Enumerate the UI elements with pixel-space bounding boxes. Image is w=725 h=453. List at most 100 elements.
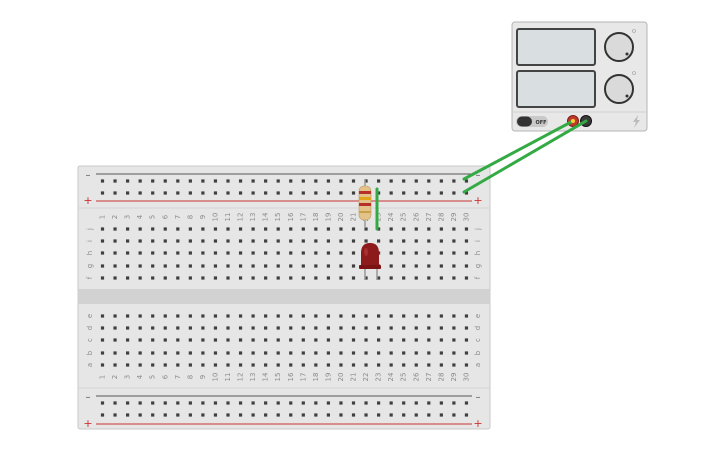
terminal-hole-f16[interactable] [289, 276, 293, 280]
rail-hole[interactable] [188, 191, 192, 195]
terminal-hole-c27[interactable] [427, 338, 431, 342]
terminal-hole-h1[interactable] [100, 251, 105, 255]
terminal-hole-g26[interactable] [414, 264, 418, 268]
rail-hole[interactable] [427, 413, 431, 417]
terminal-hole-i20[interactable] [339, 239, 343, 243]
terminal-hole-e20[interactable] [339, 314, 343, 318]
terminal-hole-e26[interactable] [414, 314, 418, 318]
terminal-hole-f26[interactable] [414, 276, 418, 280]
terminal-hole-b16[interactable] [289, 351, 293, 355]
terminal-hole-a8[interactable] [188, 363, 192, 367]
terminal-hole-a21[interactable] [351, 363, 356, 367]
rail-hole[interactable] [402, 191, 406, 195]
terminal-hole-d5[interactable] [151, 326, 155, 330]
rail-hole[interactable] [314, 413, 318, 417]
terminal-hole-j5[interactable] [151, 227, 155, 231]
rail-hole[interactable] [314, 401, 318, 405]
terminal-hole-i30[interactable] [464, 239, 469, 243]
terminal-hole-d15[interactable] [276, 326, 280, 330]
rail-hole[interactable] [226, 179, 230, 183]
terminal-hole-f6[interactable] [163, 276, 167, 280]
rail-hole[interactable] [326, 191, 330, 195]
terminal-hole-e25[interactable] [402, 314, 406, 318]
terminal-hole-g8[interactable] [188, 264, 192, 268]
terminal-hole-e13[interactable] [251, 314, 255, 318]
rail-hole[interactable] [188, 401, 192, 405]
terminal-hole-e23[interactable] [377, 314, 381, 318]
terminal-hole-c11[interactable] [226, 338, 230, 342]
terminal-hole-f28[interactable] [439, 276, 443, 280]
rail-hole[interactable] [339, 191, 343, 195]
rail-hole[interactable] [389, 191, 393, 195]
terminal-hole-a15[interactable] [276, 363, 280, 367]
terminal-hole-h14[interactable] [264, 251, 268, 255]
terminal-hole-a27[interactable] [427, 363, 431, 367]
rail-hole[interactable] [138, 401, 142, 405]
rail-hole[interactable] [377, 401, 381, 405]
terminal-hole-j17[interactable] [301, 227, 305, 231]
terminal-hole-b13[interactable] [251, 351, 255, 355]
terminal-hole-b7[interactable] [176, 351, 180, 355]
terminal-hole-b27[interactable] [427, 351, 431, 355]
rail-hole[interactable] [452, 413, 456, 417]
terminal-hole-c26[interactable] [414, 338, 418, 342]
terminal-hole-j19[interactable] [326, 227, 330, 231]
terminal-hole-b19[interactable] [326, 351, 330, 355]
terminal-hole-g19[interactable] [326, 264, 330, 268]
rail-hole[interactable] [402, 179, 406, 183]
terminal-hole-c4[interactable] [138, 338, 142, 342]
terminal-hole-a5[interactable] [151, 363, 155, 367]
terminal-hole-j4[interactable] [138, 227, 142, 231]
rail-hole[interactable] [414, 413, 418, 417]
terminal-hole-h11[interactable] [226, 251, 230, 255]
terminal-hole-f11[interactable] [226, 276, 230, 280]
rail-hole[interactable] [276, 179, 280, 183]
rail-hole[interactable] [414, 401, 418, 405]
terminal-hole-b1[interactable] [100, 351, 105, 355]
terminal-hole-g28[interactable] [439, 264, 443, 268]
terminal-hole-d20[interactable] [339, 326, 343, 330]
terminal-hole-e8[interactable] [188, 314, 192, 318]
terminal-hole-a26[interactable] [414, 363, 418, 367]
rail-hole[interactable] [176, 179, 180, 183]
rail-hole[interactable] [100, 179, 105, 183]
terminal-hole-j27[interactable] [427, 227, 431, 231]
rail-hole[interactable] [176, 413, 180, 417]
terminal-hole-c2[interactable] [113, 338, 117, 342]
terminal-hole-a20[interactable] [339, 363, 343, 367]
terminal-hole-e10[interactable] [213, 314, 218, 318]
terminal-hole-c23[interactable] [377, 338, 381, 342]
rail-hole[interactable] [201, 413, 205, 417]
rail-hole[interactable] [238, 179, 243, 183]
terminal-hole-j14[interactable] [264, 227, 268, 231]
terminal-hole-g1[interactable] [100, 264, 105, 268]
terminal-hole-i17[interactable] [301, 239, 305, 243]
terminal-hole-a6[interactable] [163, 363, 167, 367]
terminal-hole-c8[interactable] [188, 338, 192, 342]
terminal-hole-d14[interactable] [264, 326, 268, 330]
rail-hole[interactable] [326, 413, 330, 417]
terminal-hole-h17[interactable] [301, 251, 305, 255]
resistor[interactable] [358, 180, 372, 228]
rail-hole[interactable] [238, 191, 243, 195]
rail-hole[interactable] [188, 413, 192, 417]
terminal-hole-b30[interactable] [464, 351, 469, 355]
terminal-hole-b26[interactable] [414, 351, 418, 355]
terminal-hole-i25[interactable] [402, 239, 406, 243]
terminal-hole-e15[interactable] [276, 314, 280, 318]
terminal-hole-c7[interactable] [176, 338, 180, 342]
rail-hole[interactable] [464, 191, 469, 195]
led[interactable] [359, 243, 381, 280]
rail-hole[interactable] [314, 191, 318, 195]
terminal-hole-h20[interactable] [339, 251, 343, 255]
terminal-hole-g11[interactable] [226, 264, 230, 268]
rail-hole[interactable] [439, 191, 443, 195]
rail-hole[interactable] [100, 413, 105, 417]
rail-hole[interactable] [289, 413, 293, 417]
terminal-hole-f13[interactable] [251, 276, 255, 280]
rail-hole[interactable] [301, 191, 305, 195]
terminal-hole-e14[interactable] [264, 314, 268, 318]
terminal-hole-b25[interactable] [402, 351, 406, 355]
terminal-hole-a17[interactable] [301, 363, 305, 367]
